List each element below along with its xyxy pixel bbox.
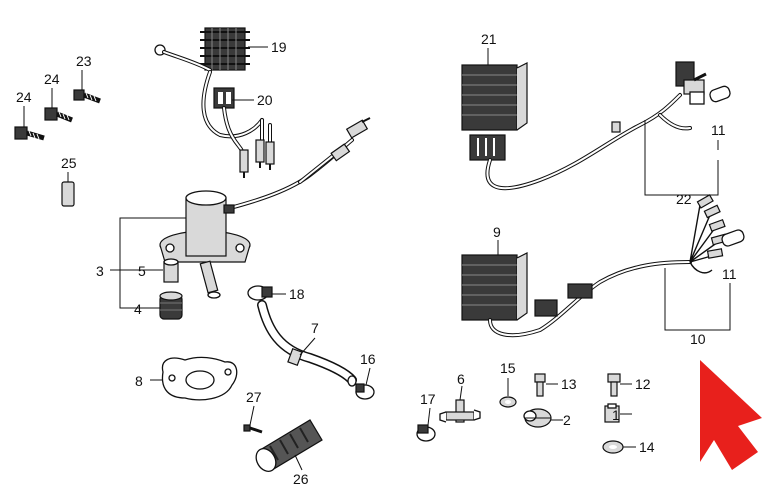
callout-11-top[interactable]: 11 <box>711 122 726 138</box>
part-22-harness <box>485 61 707 191</box>
pump-wire-bundle <box>228 117 371 210</box>
highlight-arrow <box>700 360 762 470</box>
part-12-bolt[interactable] <box>607 373 621 397</box>
callout-17[interactable]: 17 <box>420 391 436 407</box>
callout-4[interactable]: 4 <box>134 301 142 317</box>
part-23-bolt[interactable] <box>73 89 101 104</box>
part-2-cap[interactable] <box>523 408 552 428</box>
callout-21[interactable]: 21 <box>481 31 497 47</box>
callout-16[interactable]: 16 <box>360 351 376 367</box>
callout-1[interactable]: 1 <box>612 407 620 423</box>
callout-20[interactable]: 20 <box>257 92 273 108</box>
callout-labels: 1 2 3 4 5 6 7 8 9 10 11 11 12 13 14 15 1… <box>16 31 737 487</box>
ring-terminal-wire <box>154 44 212 72</box>
callout-14[interactable]: 14 <box>639 439 655 455</box>
part-21-regulator[interactable] <box>461 62 528 161</box>
part-17-clip[interactable] <box>416 424 436 442</box>
callout-11-mid[interactable]: 11 <box>722 266 737 282</box>
part-9-regulator[interactable] <box>461 252 528 321</box>
callout-5[interactable]: 5 <box>138 263 146 279</box>
callout-22[interactable]: 22 <box>676 191 692 207</box>
callout-6[interactable]: 6 <box>457 371 465 387</box>
callout-25[interactable]: 25 <box>61 155 77 171</box>
part-25-pin[interactable] <box>61 181 75 207</box>
part-24-bolt-a[interactable] <box>44 107 73 123</box>
callout-24-a[interactable]: 24 <box>44 71 60 87</box>
callout-19[interactable]: 19 <box>271 39 287 55</box>
part-5-filter[interactable] <box>163 258 179 283</box>
callout-24-b[interactable]: 24 <box>16 89 32 105</box>
callout-13[interactable]: 13 <box>561 376 577 392</box>
callout-2[interactable]: 2 <box>563 412 571 428</box>
part-11-sleeve-top[interactable] <box>709 85 732 103</box>
part-15-washer[interactable] <box>499 396 517 408</box>
part-11-sleeve-mid[interactable] <box>721 229 746 248</box>
callout-26[interactable]: 26 <box>293 471 309 487</box>
callout-23[interactable]: 23 <box>76 53 92 69</box>
part-27-screw[interactable] <box>243 424 263 434</box>
leader-lines <box>23 46 731 471</box>
part-13-bolt[interactable] <box>534 373 546 397</box>
part-3-fuel-pump[interactable] <box>159 190 251 299</box>
part-1-nut[interactable] <box>604 403 620 423</box>
part-18-clamp[interactable] <box>247 285 273 301</box>
part-24-bolt-b[interactable] <box>14 126 45 141</box>
part-6-fitting[interactable] <box>439 399 481 423</box>
part-10-harness <box>488 194 728 338</box>
part-16-clamp[interactable] <box>355 383 375 400</box>
part-4-grommet[interactable] <box>159 291 183 320</box>
part-20-harness[interactable] <box>201 70 275 178</box>
part-7-hose[interactable] <box>257 300 357 387</box>
callout-15[interactable]: 15 <box>500 360 516 376</box>
part-8-gasket[interactable] <box>161 356 238 401</box>
callout-18[interactable]: 18 <box>289 286 305 302</box>
callout-10[interactable]: 10 <box>690 331 706 347</box>
part-26-grip[interactable] <box>252 419 323 475</box>
callout-7[interactable]: 7 <box>311 320 319 336</box>
part-19-heat-sink[interactable] <box>200 27 250 71</box>
callout-27[interactable]: 27 <box>246 389 262 405</box>
part-14-washer[interactable] <box>602 440 624 454</box>
callout-3[interactable]: 3 <box>96 263 104 279</box>
callout-8[interactable]: 8 <box>135 373 143 389</box>
callout-9[interactable]: 9 <box>493 224 501 240</box>
callout-12[interactable]: 12 <box>635 376 651 392</box>
